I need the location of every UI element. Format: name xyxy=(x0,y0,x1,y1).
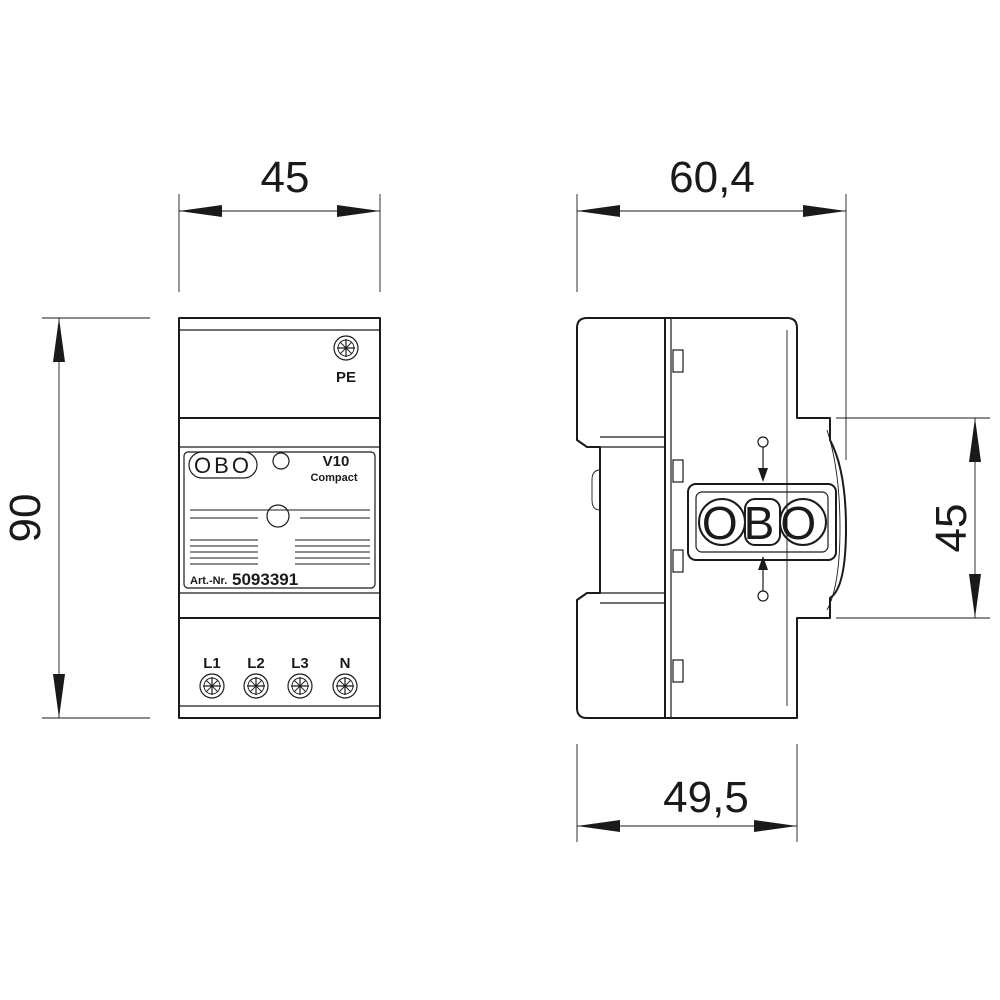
dimension-side-base: 49,5 xyxy=(576,744,798,842)
vent-tab xyxy=(672,549,684,573)
label-plate-lines xyxy=(190,504,370,565)
arrow-left-icon xyxy=(179,205,222,217)
dimension-front-height: 90 xyxy=(1,317,150,719)
side-vent-tabs xyxy=(672,349,684,683)
status-indicator-icon xyxy=(272,452,290,470)
side-housing xyxy=(576,317,847,719)
side-logo-text: OBO xyxy=(702,497,822,549)
terminal-screw-icon xyxy=(243,673,269,699)
release-arrow-top xyxy=(757,436,769,482)
front-logo-text: OBO xyxy=(194,453,252,478)
front-logo: OBO xyxy=(188,451,258,479)
terminal-label-l3: L3 xyxy=(291,655,309,672)
label-plate xyxy=(183,451,376,589)
dimension-side-base-value: 49,5 xyxy=(663,773,749,822)
arrow-up-icon xyxy=(969,418,981,462)
dimension-side-total: 60,4 xyxy=(576,153,847,460)
dimension-side-front-height: 45 xyxy=(836,417,990,619)
dimension-side-total-value: 60,4 xyxy=(669,153,755,202)
pe-screw-icon xyxy=(333,335,359,361)
ring-icon xyxy=(757,590,769,602)
dimension-front-width: 45 xyxy=(178,153,381,292)
side-logo: OBO xyxy=(687,483,837,561)
dimension-front-width-value: 45 xyxy=(261,153,310,202)
arrow-down-icon xyxy=(53,674,65,718)
model-label: V10 xyxy=(323,453,350,470)
vent-tab xyxy=(672,659,684,683)
arrow-left-icon xyxy=(577,820,620,832)
terminal-row: L1 L2 L3 N xyxy=(199,655,358,699)
ring-icon xyxy=(757,436,769,448)
arrow-up-icon xyxy=(758,556,768,570)
front-housing xyxy=(178,317,381,719)
arrow-left-icon xyxy=(577,205,620,217)
terminal-label-l2: L2 xyxy=(247,655,265,672)
pe-label: PE xyxy=(336,369,356,386)
arrow-down-icon xyxy=(758,468,768,482)
arrow-up-icon xyxy=(53,318,65,362)
arrow-right-icon xyxy=(754,820,797,832)
arrow-down-icon xyxy=(969,574,981,618)
model-sub-label: Compact xyxy=(310,472,357,484)
vent-tab xyxy=(672,349,684,373)
pe-terminal: PE xyxy=(333,335,359,386)
terminal-screw-icon xyxy=(332,673,358,699)
dimension-front-height-value: 90 xyxy=(1,494,50,543)
arrow-right-icon xyxy=(803,205,846,217)
release-arrow-bottom xyxy=(757,556,769,602)
terminal-label-n: N xyxy=(340,655,351,672)
art-nr-value: 5093391 xyxy=(232,570,298,589)
vent-tab xyxy=(672,459,684,483)
dimension-side-front-height-value: 45 xyxy=(927,504,976,553)
terminal-label-l1: L1 xyxy=(203,655,221,672)
terminal-screw-icon xyxy=(287,673,313,699)
test-button-icon xyxy=(266,504,290,528)
terminal-screw-icon xyxy=(199,673,225,699)
arrow-right-icon xyxy=(337,205,380,217)
side-view: 60,4 45 49,5 xyxy=(576,153,990,842)
art-nr-prefix: Art.-Nr. xyxy=(190,575,227,587)
front-view: 45 90 PE xyxy=(1,153,381,719)
